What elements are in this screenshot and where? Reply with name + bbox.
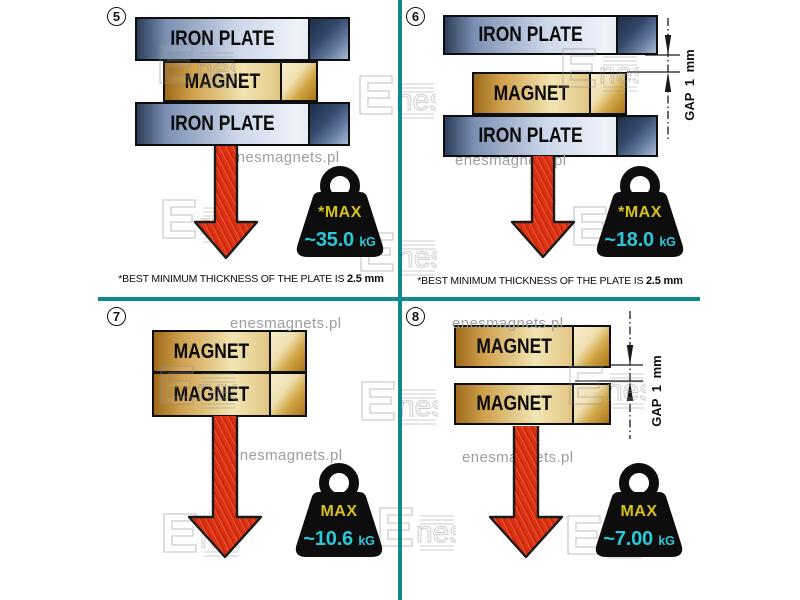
bar-side-face [307,19,348,59]
enes-logo: nes [159,44,236,88]
watermark-site-text: enesmagnets.pl [228,149,340,166]
magnet-label: MAGNET [173,382,250,406]
magnet-label: MAGNET [476,392,552,415]
svg-text:nes: nes [398,390,438,423]
enes-logo: nes [359,75,436,119]
diagram-number-6: 6 [406,7,425,26]
gap-label: GAP 1 mm [649,355,664,427]
magnet-bar: MAGNET [163,61,318,102]
diagram-number-7: 7 [107,307,126,326]
diagram-number-8: 8 [406,307,425,326]
svg-text:nes: nes [416,516,456,549]
down-arrow [193,146,259,260]
watermark-site-text: enesmagnets.pl [231,447,343,464]
magnet-bar: MAGNET [472,72,627,115]
magnet-bar: MAGNET [152,330,307,373]
magnet-bar: MAGNET [454,325,611,368]
iron-plate-label: IRON PLATE [170,27,275,50]
down-arrow [187,416,263,559]
magnet-label: MAGNET [184,69,261,93]
magnet-label: MAGNET [476,334,552,358]
iron-plate-label: IRON PLATE [170,112,275,135]
bar-side-face [572,385,609,423]
down-arrow [510,156,576,259]
bar-side-face [268,374,305,415]
weight-value: ~7.00 kG [603,528,675,550]
weight-value: ~35.0 kG [304,229,376,251]
svg-text:nes: nes [196,53,236,86]
magnet-bar: MAGNET [454,383,611,425]
gap-dimension [627,18,680,140]
iron-plate-label: IRON PLATE [478,124,583,147]
weight-max-label: *MAX [318,204,362,221]
weight-icon: MAX ~10.6 kG [294,459,384,559]
weight-icon: MAX ~7.00 kG [594,459,684,559]
gap-label: GAP 1 mm [682,49,697,121]
down-arrow [488,426,564,559]
weight-max-label: *MAX [618,204,662,221]
enes-logo: nes [562,48,639,92]
iron-plate-bar: IRON PLATE [135,102,350,146]
footnote: *BEST MINIMUM THICKNESS OF THE PLATE IS … [417,275,683,287]
footnote: *BEST MINIMUM THICKNESS OF THE PLATE IS … [118,273,384,285]
watermark-site-text: enesmagnets.pl [230,315,342,332]
weight-value: ~18.0 kG [604,229,676,251]
iron-plate-label: IRON PLATE [478,23,583,46]
enes-logo: nes [361,381,438,425]
weight-max-label: MAX [320,503,358,520]
iron-plate-bar: IRON PLATE [443,15,658,55]
diagram-number-5: 5 [107,7,126,26]
bar-side-face [279,63,316,100]
iron-plate-bar: IRON PLATE [135,17,350,61]
svg-text:nes: nes [197,374,237,407]
bar-side-face [307,104,348,144]
svg-text:nes: nes [599,57,639,90]
magnet-label: MAGNET [493,81,570,105]
weight-icon: *MAX ~18.0 kG [595,161,685,259]
svg-text:nes: nes [396,84,436,117]
magnet-label: MAGNET [173,339,250,363]
svg-text:nes: nes [397,241,437,274]
enes-logo: nes [569,365,646,409]
bar-side-face [615,117,656,155]
weight-value: ~10.6 kG [303,528,375,550]
divider-horizontal [98,297,700,301]
enes-logo: nes [379,507,456,551]
bar-side-face [572,327,609,366]
weight-icon: *MAX ~35.0 kG [295,161,385,259]
iron-plate-bar: IRON PLATE [443,115,658,157]
weight-max-label: MAX [620,503,658,520]
watermark-site-text: enesmagnets.pl [452,315,564,332]
bar-side-face [268,332,305,371]
bar-side-face [588,74,625,113]
enes-logo: nes [160,365,237,409]
svg-text:nes: nes [606,374,646,407]
bar-side-face [615,17,656,53]
